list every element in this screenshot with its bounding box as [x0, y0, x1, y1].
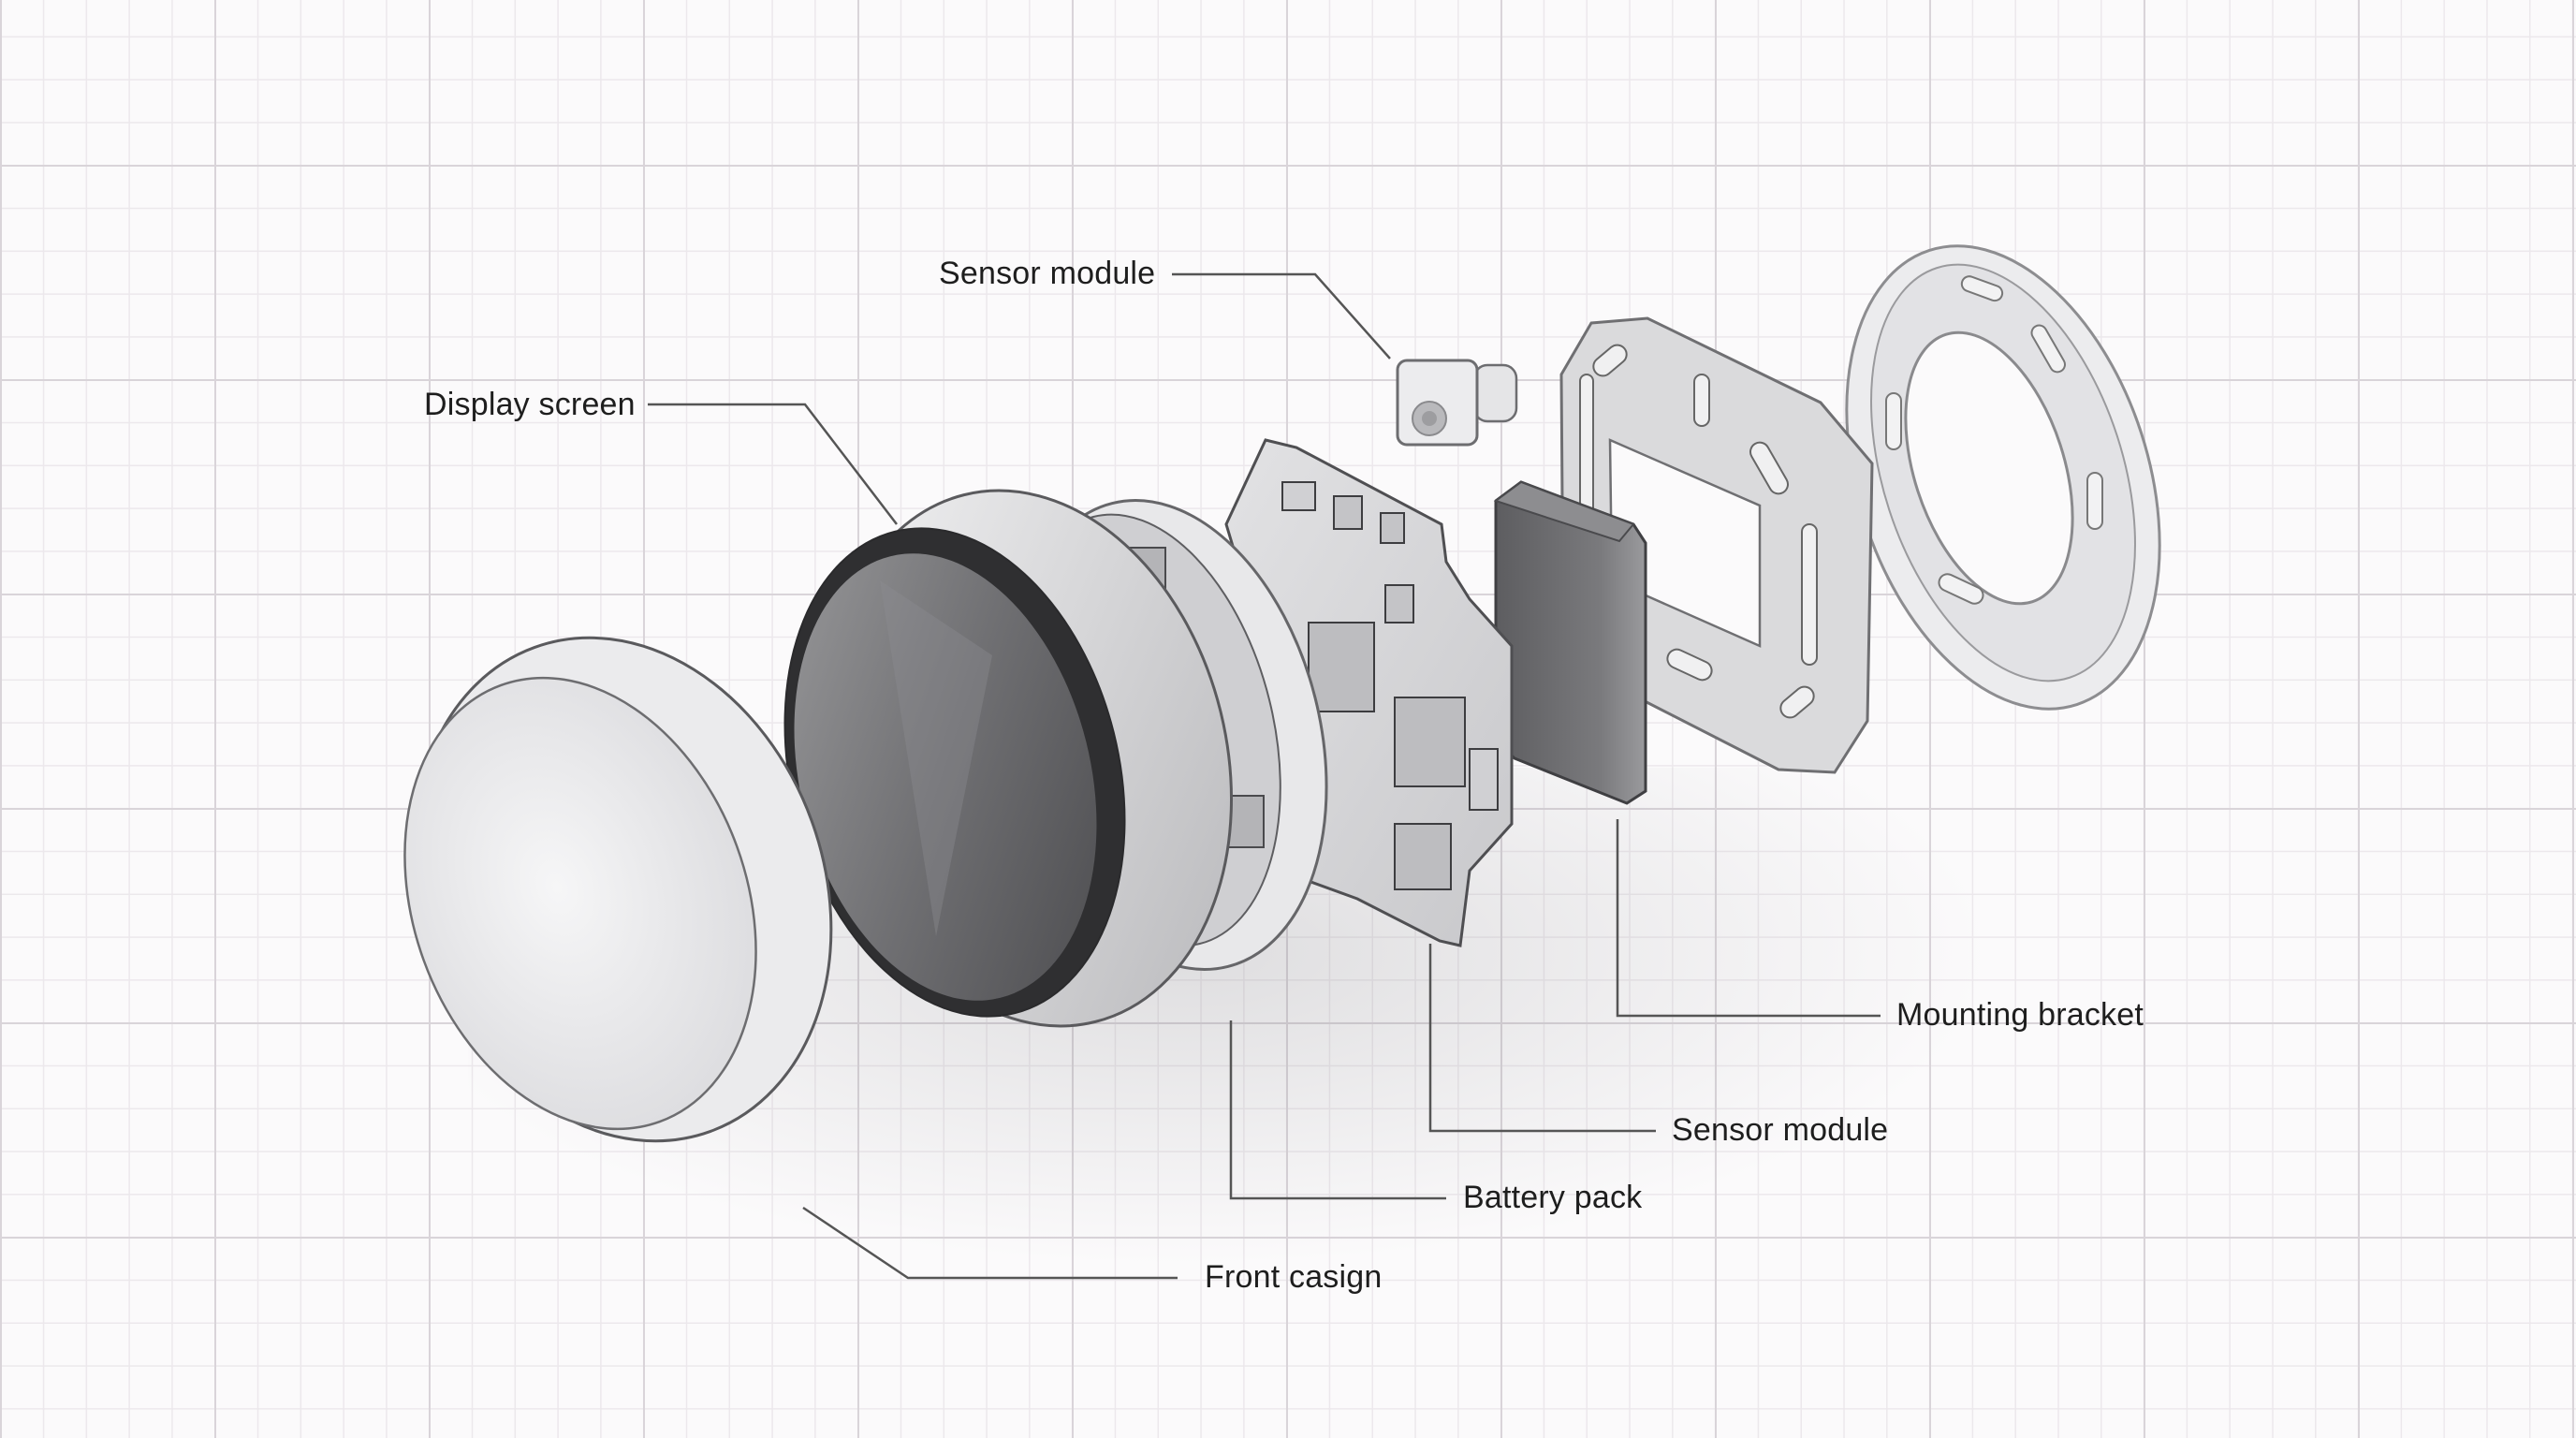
label-mounting-bracket: Mounting bracket — [1896, 997, 2144, 1033]
leader-front-casing — [802, 1206, 1178, 1280]
label-battery-pack: Battery pack — [1463, 1180, 1643, 1215]
front-casing — [403, 636, 833, 1143]
leader-sensor-bottom — [1428, 944, 1656, 1133]
leader-battery-pack — [1229, 1020, 1446, 1200]
battery — [1493, 480, 1647, 805]
leader-lines — [648, 272, 1881, 1280]
leader-display-screen — [648, 403, 898, 525]
leader-mounting-bracket — [1616, 819, 1881, 1018]
sensor-camera-module — [1396, 359, 1518, 447]
label-front-casing: Front casign — [1205, 1259, 1383, 1295]
label-sensor-module-bottom: Sensor module — [1672, 1112, 1889, 1148]
label-display-screen: Display screen — [424, 387, 636, 422]
label-sensor-module-top: Sensor module — [939, 256, 1156, 291]
leader-sensor-top — [1172, 272, 1391, 360]
display-unit — [783, 489, 1234, 1028]
mounting-ring — [1845, 244, 2161, 711]
